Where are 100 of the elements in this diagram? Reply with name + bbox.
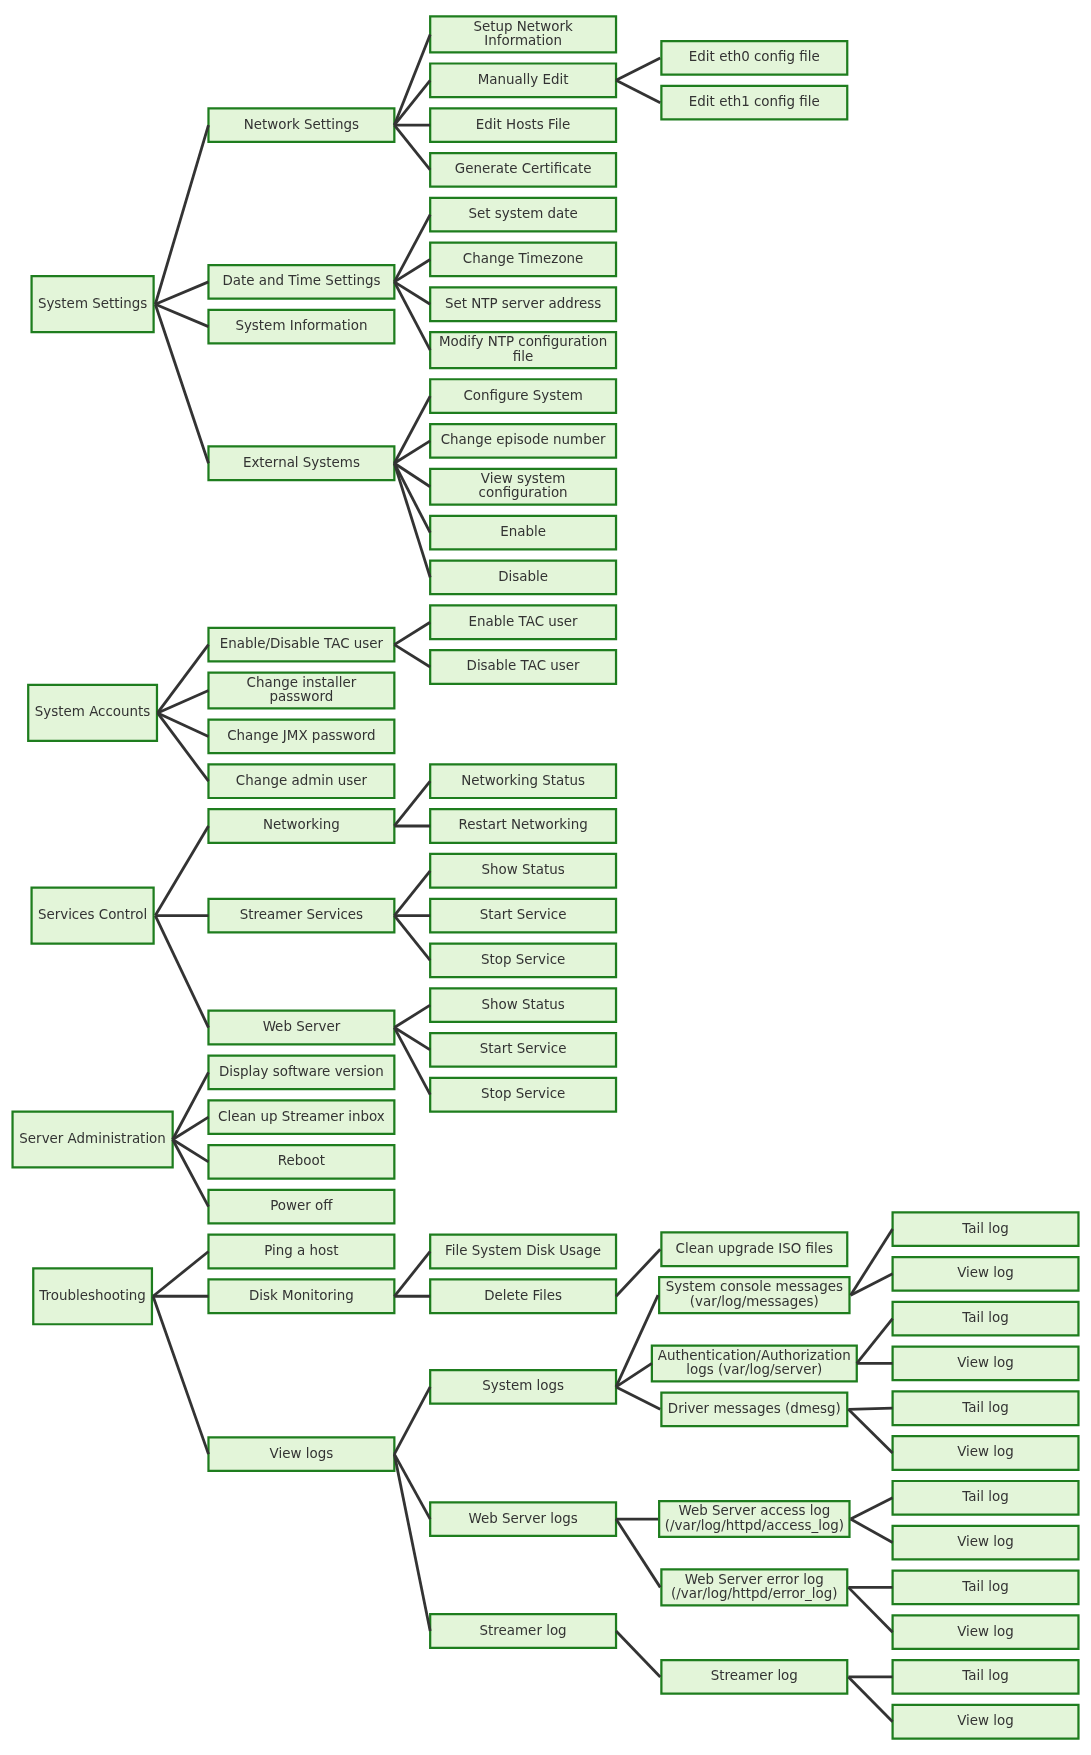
connector <box>393 621 431 646</box>
node-box: Disable <box>429 559 618 596</box>
node-box: Configure System <box>429 378 618 414</box>
node-box: Start Service <box>429 897 618 934</box>
node-box: Show Status <box>429 987 618 1024</box>
node-box: View log <box>891 1255 1080 1292</box>
node-box: Networking Status <box>429 763 618 800</box>
node-box: Tail log <box>891 1390 1080 1427</box>
connector <box>156 711 210 738</box>
connector <box>394 824 431 828</box>
node-box: Edit eth0 config file <box>660 40 849 76</box>
node-box: Tail log <box>891 1479 1080 1516</box>
connector <box>393 1026 431 1052</box>
node-box: Show Status <box>429 852 618 889</box>
connector <box>847 1675 894 1723</box>
node-box: Web Server logs <box>429 1501 618 1537</box>
node-box: View log <box>891 1703 1080 1740</box>
connector <box>394 123 431 127</box>
node-box: Date and Time Settings <box>207 263 396 300</box>
node-box: Networking <box>207 808 396 844</box>
connector <box>393 439 431 465</box>
connector <box>154 280 210 306</box>
node-box: Enable/Disable TAC user <box>207 626 396 663</box>
connector <box>393 462 432 534</box>
connector <box>394 1294 431 1298</box>
connector <box>393 643 431 669</box>
connector <box>393 33 432 126</box>
connector <box>171 1138 210 1208</box>
connector <box>171 1115 210 1141</box>
connector <box>615 56 661 82</box>
connector <box>393 124 432 171</box>
node-box: Server Administration <box>11 1110 174 1169</box>
node-box: Streamer Services <box>207 897 396 934</box>
node-box: Start Service <box>429 1032 618 1068</box>
node-box: Generate Certificate <box>429 151 618 188</box>
node-box: Tail log <box>891 1300 1080 1337</box>
connector <box>849 1517 894 1544</box>
node-box: Troubleshooting <box>32 1267 154 1326</box>
node-box: Enable TAC user <box>429 604 618 641</box>
connector <box>614 1294 660 1388</box>
connector <box>155 914 209 917</box>
connector <box>848 1675 893 1679</box>
node-box: System logs <box>429 1369 618 1405</box>
node-box: Restart Networking <box>429 808 618 844</box>
connector <box>393 914 432 962</box>
connector <box>151 1295 210 1455</box>
node-box: Set NTP server address <box>429 286 618 323</box>
connector <box>392 1453 432 1632</box>
connector <box>615 1248 662 1298</box>
node-box: Reboot <box>207 1144 396 1180</box>
node-box: Stop Service <box>429 1076 618 1113</box>
node-box: Delete Files <box>429 1278 618 1315</box>
connector <box>849 1272 894 1297</box>
connector <box>393 1250 432 1298</box>
node-box: Set system date <box>429 196 618 233</box>
node-box: Change Timezone <box>429 241 618 278</box>
node-box: Web Server error log (/var/log/httpd/error_log) <box>660 1568 849 1607</box>
connector <box>393 280 431 306</box>
node-box: View log <box>891 1614 1080 1651</box>
node-box: Display software version <box>207 1054 396 1091</box>
connector <box>393 1026 432 1096</box>
connector <box>156 689 210 715</box>
connector <box>849 1496 894 1521</box>
connector <box>393 258 431 284</box>
node-box: Enable <box>429 514 618 551</box>
connector <box>154 302 210 328</box>
node-box: Ping a host <box>207 1233 396 1270</box>
node-box: Modify NTP configuration file <box>429 331 618 370</box>
connector <box>615 1362 653 1389</box>
connector <box>848 1585 893 1589</box>
node-box: Change admin user <box>207 763 396 800</box>
node-box: Tail log <box>891 1211 1080 1247</box>
connector <box>393 462 431 488</box>
node-box: View log <box>891 1345 1080 1382</box>
connector <box>393 462 432 578</box>
node-box: View system configuration <box>429 467 618 506</box>
connector <box>154 914 210 1029</box>
connector <box>849 1228 894 1296</box>
connector <box>154 825 210 917</box>
connector <box>614 1518 662 1589</box>
node-box: Streamer log <box>660 1659 849 1695</box>
node-box: File System Disk Usage <box>429 1233 618 1270</box>
connector <box>156 643 210 714</box>
node-box: Edit eth1 config file <box>660 84 849 121</box>
node-box: Tail log <box>891 1569 1080 1606</box>
node-box: Manually Edit <box>429 62 618 99</box>
connector <box>393 281 432 351</box>
connector <box>171 1138 210 1164</box>
node-box: Web Server <box>207 1009 396 1046</box>
connector <box>615 79 661 104</box>
node-box: Clean upgrade ISO files <box>660 1231 849 1268</box>
connector <box>153 1294 209 1298</box>
connector <box>855 1317 894 1365</box>
node-box: Disk Monitoring <box>207 1278 396 1315</box>
connector <box>848 1406 893 1411</box>
node-box: Authentication/Authorization logs (var/log/server) <box>650 1344 858 1383</box>
connector <box>616 1517 659 1521</box>
connector <box>856 1362 893 1365</box>
connector <box>393 1386 432 1455</box>
connector <box>393 1453 432 1520</box>
